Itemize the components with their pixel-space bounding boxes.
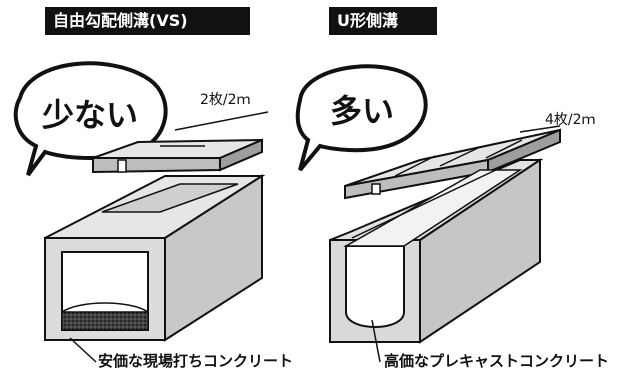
leader-count-left bbox=[174, 111, 269, 131]
caption-right: 高価なプレキャストコンクリート bbox=[384, 352, 609, 370]
speech-text-left: 少ない bbox=[42, 96, 138, 134]
leader-count-right bbox=[519, 125, 561, 133]
lid-pieces-right bbox=[344, 128, 561, 200]
lid-pieces-left bbox=[92, 138, 263, 174]
leader-caption-left bbox=[69, 337, 97, 363]
vs-title-label: 自由勾配側溝(VS) bbox=[45, 7, 250, 35]
caption-left: 安価な現場打ちコンクリート bbox=[98, 352, 293, 370]
u-title-label: U形側溝 bbox=[329, 7, 437, 35]
lid-count-right: 4枚/2ｍ bbox=[545, 112, 596, 128]
speech-text-right: 多い bbox=[330, 92, 394, 130]
leader-caption-right bbox=[371, 319, 381, 363]
vs-gutter-body bbox=[44, 174, 266, 342]
u-gutter-body bbox=[329, 158, 544, 344]
speech-bubble-right: 多い bbox=[295, 64, 428, 172]
lid-count-left: 2枚/2ｍ bbox=[200, 92, 251, 108]
